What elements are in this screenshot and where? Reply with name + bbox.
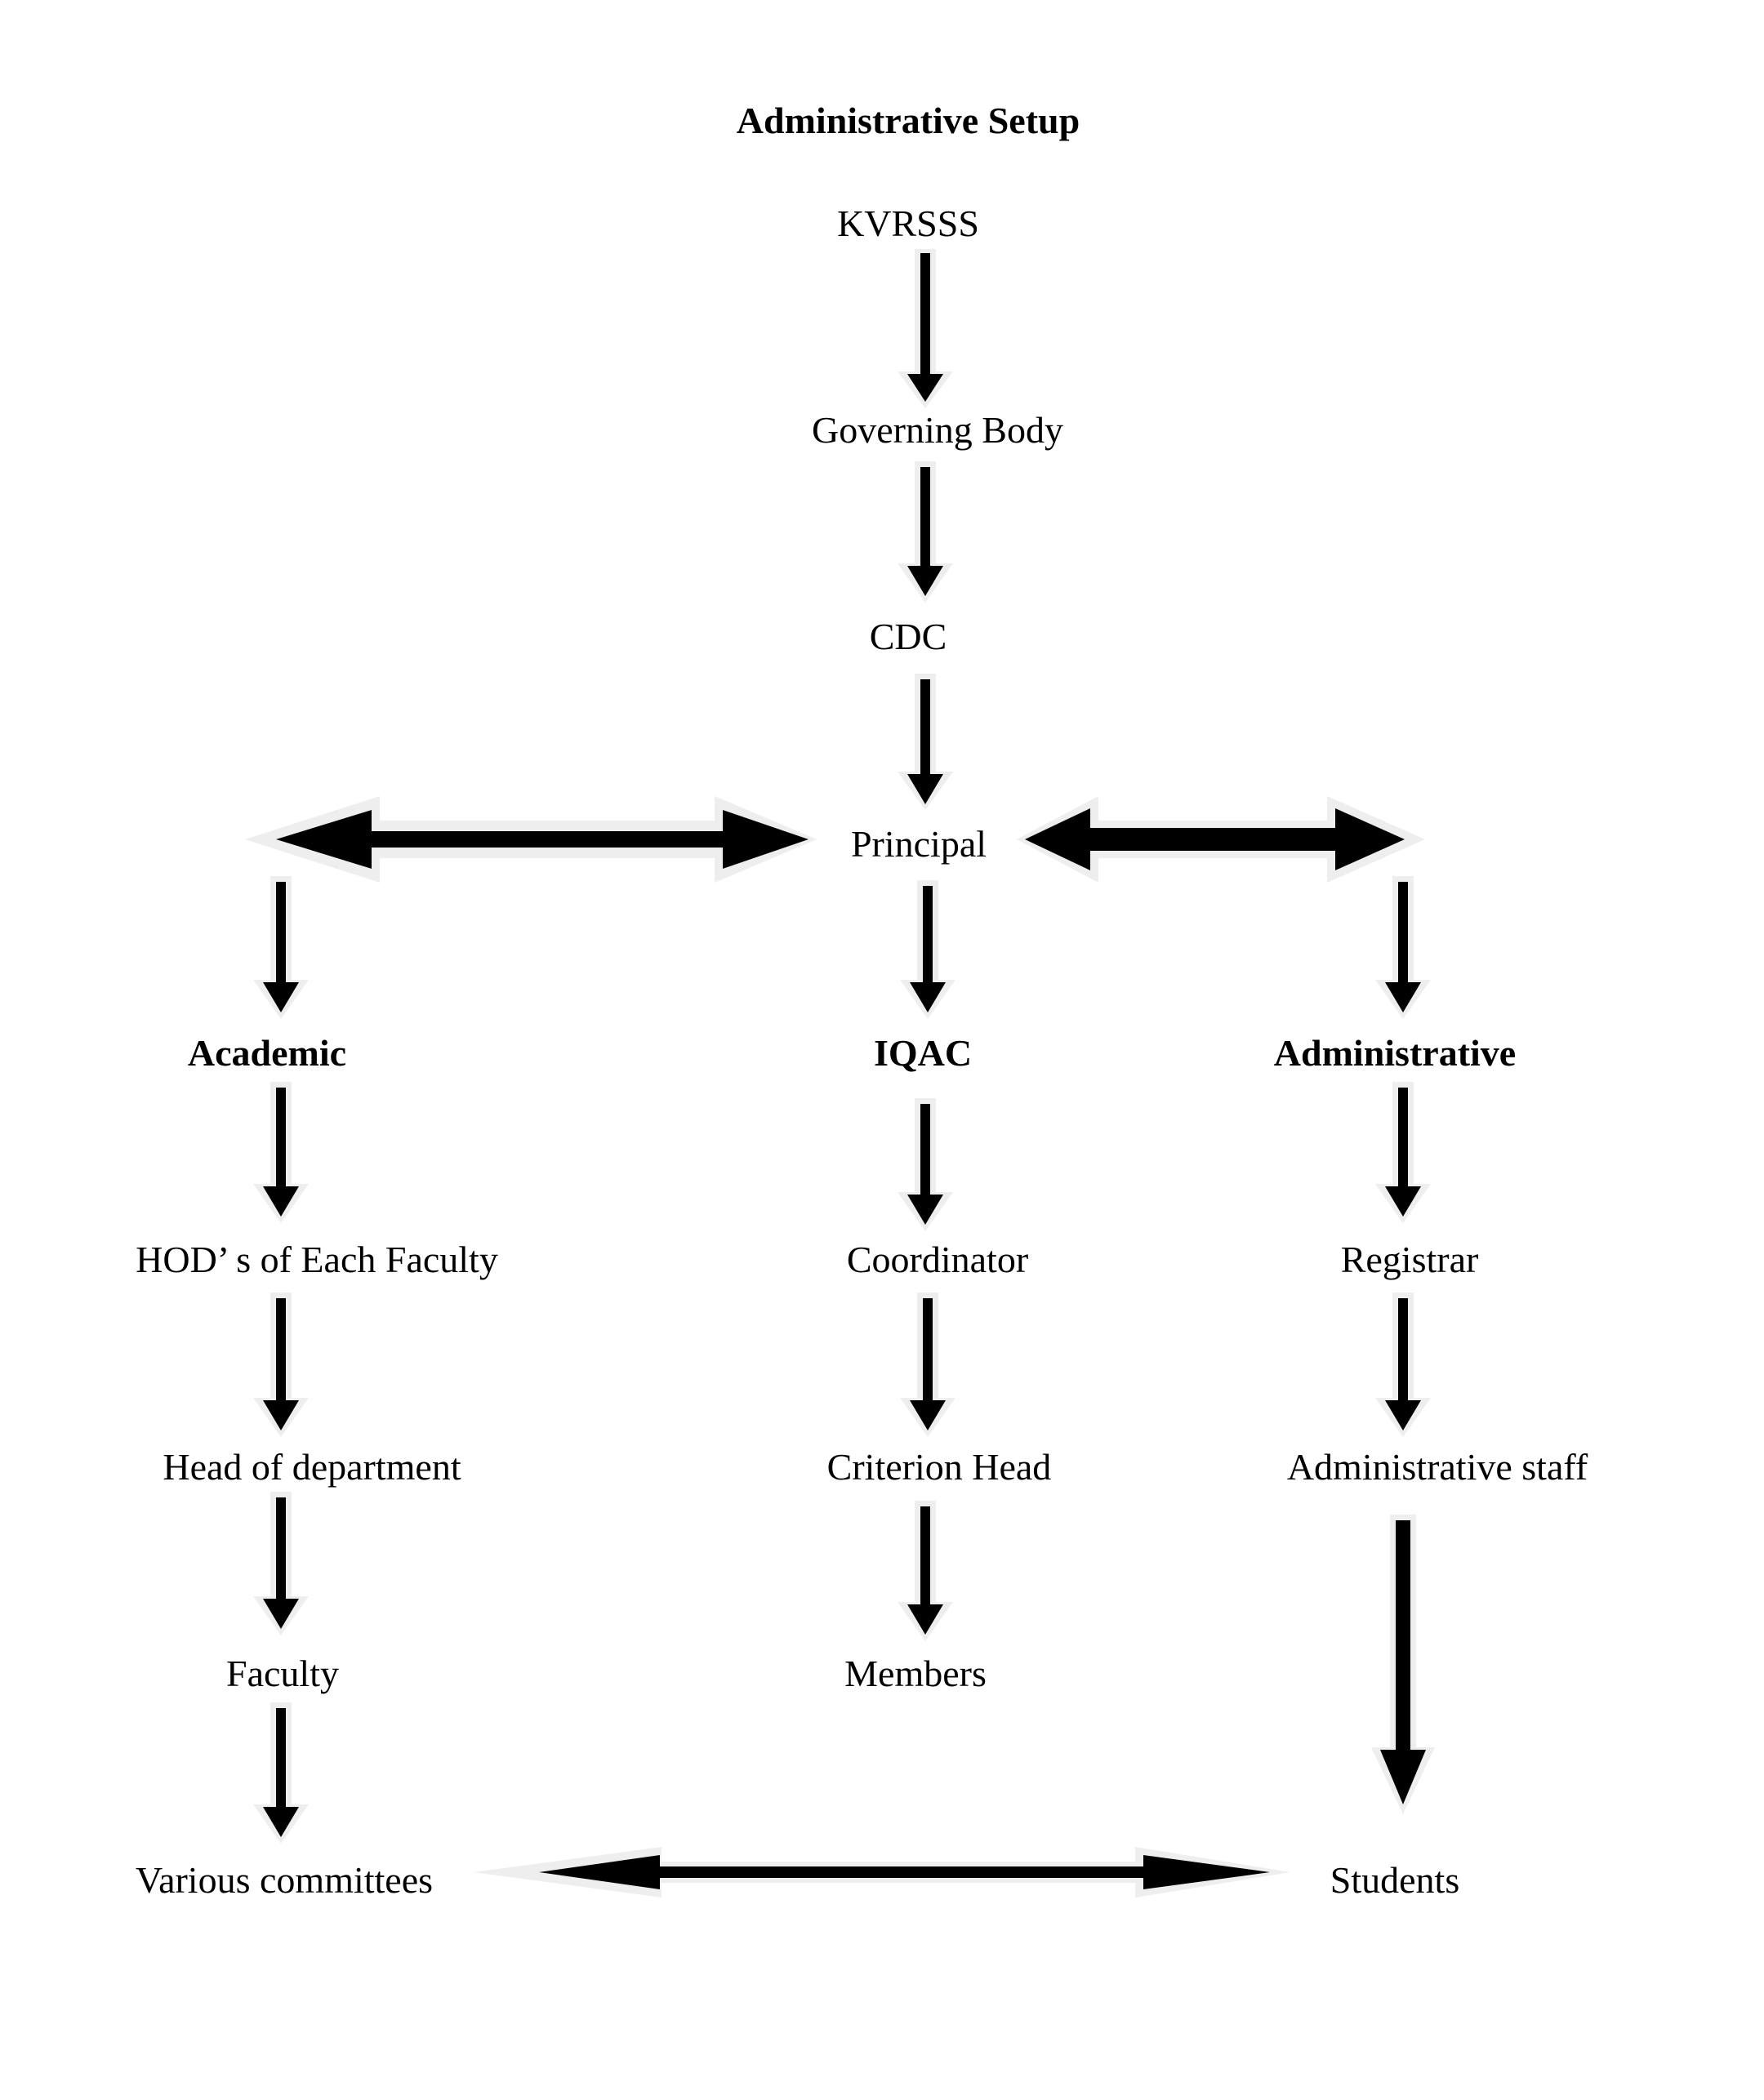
node-administrative: Administrative [1273, 1032, 1517, 1074]
arrow-principal-to-administrative [1375, 876, 1431, 1019]
arrow-governing-body-to-cdc [898, 461, 953, 603]
node-kvrsss: KVRSSS [837, 202, 979, 244]
arrow-registrar-to-administrative-staff [1375, 1292, 1431, 1437]
node-hods: HOD’ s of Each Faculty [136, 1239, 498, 1280]
double-arrow-right-branch [1017, 796, 1425, 883]
arrow-hods-to-head-of-department [253, 1292, 309, 1437]
node-students: Students [1330, 1859, 1460, 1901]
arrow-faculty-to-various-committees [253, 1702, 309, 1844]
node-head-of-department: Head of department [163, 1446, 461, 1488]
arrow-iqac-to-coordinator [898, 1098, 953, 1231]
double-arrow-left-branch [245, 796, 817, 883]
node-administrative-staff: Administrative staff [1286, 1446, 1588, 1488]
arrow-administrative-to-registrar [1375, 1082, 1431, 1223]
node-academic: Academic [187, 1032, 347, 1074]
node-various-committees: Various committees [135, 1859, 434, 1901]
arrow-coordinator-to-criterion-head [900, 1292, 956, 1437]
arrow-criterion-head-to-members [898, 1501, 953, 1641]
arrow-head-of-department-to-faculty [253, 1492, 309, 1635]
node-governing-body: Governing Body [812, 409, 1063, 451]
node-principal: Principal [850, 823, 987, 865]
node-registrar: Registrar [1340, 1239, 1479, 1280]
arrow-principal-to-iqac [900, 880, 956, 1019]
double-arrow-committees-students [474, 1847, 1290, 1898]
node-cdc: CDC [869, 616, 947, 657]
node-criterion-head: Criterion Head [826, 1446, 1052, 1488]
node-coordinator: Coordinator [846, 1239, 1029, 1280]
diagram-title: Administrative Setup [736, 100, 1080, 141]
node-faculty: Faculty [226, 1653, 339, 1694]
node-iqac: IQAC [873, 1032, 973, 1074]
node-members: Members [844, 1653, 987, 1694]
arrow-academic-to-hods [253, 1082, 309, 1223]
arrow-kvrsss-to-governing-body [898, 249, 953, 408]
arrow-principal-to-academic [253, 876, 309, 1019]
arrow-administrative-staff-to-students [1371, 1515, 1435, 1814]
arrow-cdc-to-principal [898, 674, 953, 810]
